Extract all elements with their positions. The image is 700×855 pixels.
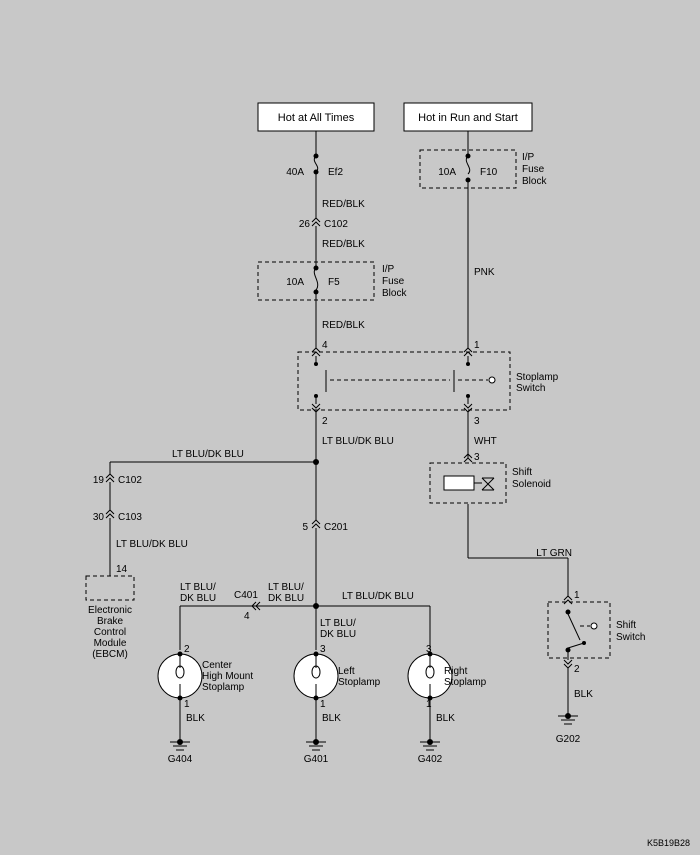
chmsl-label-1: Center (202, 660, 233, 671)
shift-switch-label-1: Shift (616, 620, 636, 631)
c102-ebcm-name: C102 (118, 475, 142, 486)
fuse-f10-name: F10 (480, 167, 498, 178)
stoplamp-switch-label-2: Switch (516, 383, 545, 394)
ebcm-label-2: Brake (97, 616, 124, 627)
wire-blk-shift: BLK (574, 689, 593, 700)
wire-pnk: PNK (474, 267, 495, 278)
wire-dk-blu-c2: DK BLU (320, 629, 356, 640)
lamp-left (293, 651, 339, 751)
right-lamp-label-2: Stoplamp (444, 677, 487, 688)
wire-dk-blu-b2: DK BLU (268, 593, 304, 604)
source-hot-always: Hot at All Times (257, 102, 375, 132)
wire-blk-left: BLK (322, 713, 341, 724)
ground-g401: G401 (304, 754, 329, 765)
fuse-f5-amp: 10A (286, 277, 304, 288)
fuse-f10-block-2: Fuse (522, 164, 545, 175)
wire-lt-blu-a1: LT BLU/ (180, 582, 216, 593)
shift-switch-label-2: Switch (616, 632, 645, 643)
chmsl-label-2: High Mount (202, 671, 253, 682)
c201-pin: 5 (302, 522, 308, 533)
fuse-f5-name: F5 (328, 277, 340, 288)
wire-main-left (311, 131, 327, 609)
wire-lt-grn: LT GRN (536, 548, 572, 559)
wire-lt-blu-c1: LT BLU/ (320, 618, 356, 629)
wire-dk-blu-a2: DK BLU (180, 593, 216, 604)
wire-blk-right: BLK (436, 713, 455, 724)
pin-left-in: 3 (320, 644, 326, 655)
ebcm-branch (85, 461, 316, 601)
ebcm-label-1: Electronic (88, 605, 132, 616)
c102-ebcm-pin: 19 (93, 475, 105, 486)
wire-red-blk-1: RED/BLK (322, 199, 365, 210)
pin-stop-out-left: 2 (322, 416, 328, 427)
chmsl-label-3: Stoplamp (202, 682, 245, 693)
pin-left-out: 1 (320, 699, 326, 710)
left-lamp-label-1: Left (338, 666, 355, 677)
pin-chmsl-in: 2 (184, 644, 190, 655)
fuse-ef2-amp: 40A (286, 167, 304, 178)
pin-shift-out: 2 (574, 664, 580, 675)
wire-wht: WHT (474, 436, 497, 447)
pin-stop-in-right: 1 (474, 340, 480, 351)
source-hot-run-start: Hot in Run and Start (403, 102, 533, 132)
pin-stop-in-left: 4 (322, 340, 328, 351)
fuse-f5-block-1: I/P (382, 264, 395, 275)
wire-red-blk-2: RED/BLK (322, 239, 365, 250)
pin-right-in: 3 (426, 644, 432, 655)
source-hot-run-start-label: Hot in Run and Start (418, 112, 518, 124)
shift-solenoid-label-1: Shift (512, 467, 532, 478)
stoplamp-switch-label-1: Stoplamp (516, 372, 559, 383)
lamp-chmsl (157, 651, 203, 751)
c201-name: C201 (324, 522, 348, 533)
ebcm-label-3: Control (94, 627, 126, 638)
wire-lt-blu-dk-blu-right: LT BLU/DK BLU (342, 591, 414, 602)
shift-switch (547, 601, 611, 725)
c103-pin: 30 (93, 512, 105, 523)
c401-pin: 4 (244, 611, 250, 622)
ebcm-label-5: (EBCM) (92, 649, 128, 660)
wire-lt-blu-dk-blu-1: LT BLU/DK BLU (172, 449, 244, 460)
ground-g404: G404 (168, 754, 193, 765)
pin-right-out: 1 (426, 699, 432, 710)
fuse-block-f5 (257, 261, 375, 301)
figure-code: K5B19B28 (647, 838, 690, 848)
left-lamp-label-2: Stoplamp (338, 677, 381, 688)
shift-solenoid (429, 462, 507, 504)
ebcm-box (85, 575, 135, 601)
fuse-f5-block-3: Block (382, 288, 407, 299)
fuse-f10-block-3: Block (522, 176, 547, 187)
c103-name: C103 (118, 512, 142, 523)
c102-top-pin: 26 (299, 219, 311, 230)
fuse-f10-block-1: I/P (522, 152, 535, 163)
fuse-f5-block-2: Fuse (382, 276, 405, 287)
fuse-block-f10 (419, 149, 517, 189)
wire-lt-blu-b1: LT BLU/ (268, 582, 304, 593)
ground-g402: G402 (418, 754, 443, 765)
fuse-ef2-name: Ef2 (328, 167, 343, 178)
wire-blk-chmsl: BLK (186, 713, 205, 724)
right-lamp-label-1: Right (444, 666, 468, 677)
ground-g202: G202 (556, 734, 581, 745)
wire-lt-blu-dk-blu-ebcm: LT BLU/DK BLU (116, 539, 188, 550)
stoplamp-switch (297, 351, 511, 411)
pin-stop-out-right: 3 (474, 416, 480, 427)
wire-red-blk-3: RED/BLK (322, 320, 365, 331)
pin-chmsl-out: 1 (184, 699, 190, 710)
wire-lt-blu-dk-blu-main: LT BLU/DK BLU (322, 436, 394, 447)
ebcm-label-4: Module (94, 638, 127, 649)
shift-solenoid-label-2: Solenoid (512, 479, 551, 490)
source-hot-always-label: Hot at All Times (278, 112, 355, 124)
lamp-right (407, 651, 453, 751)
c102-top-name: C102 (324, 219, 348, 230)
pin-sol-in: 3 (474, 452, 480, 463)
wire-main-right (453, 131, 573, 605)
lamp-branch (179, 601, 431, 650)
pin-shift-in: 1 (574, 590, 580, 601)
fuse-f10-amp: 10A (438, 167, 456, 178)
pin-ebcm: 14 (116, 564, 128, 575)
c401-name: C401 (234, 590, 258, 601)
